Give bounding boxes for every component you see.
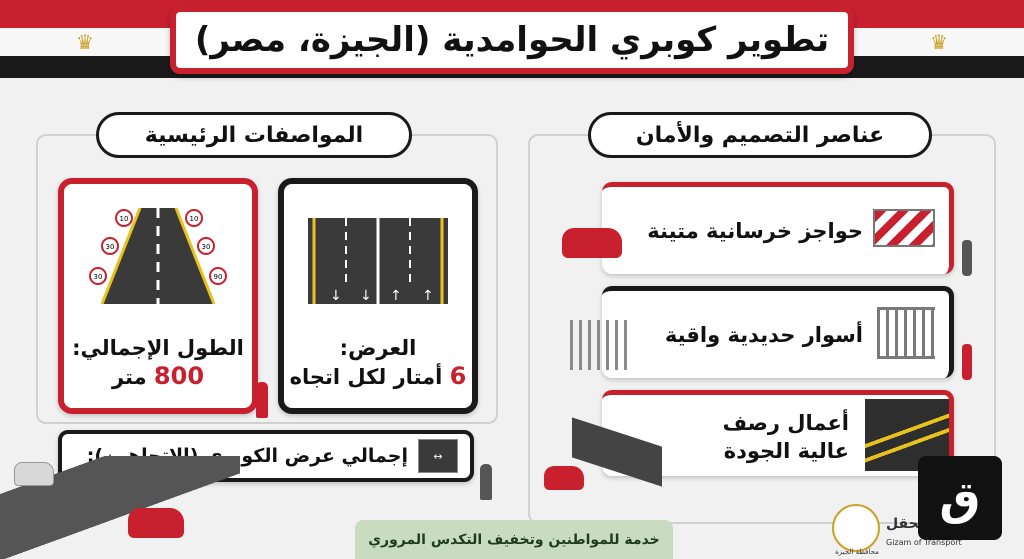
road-speed-signs-icon: 10 30 30 10 30 90 [89, 207, 227, 305]
feature-label: حواجز خرسانية متينة [647, 219, 863, 243]
length-value-line: 800 متر [64, 362, 252, 391]
giza-governorate-logo-icon [832, 504, 880, 552]
white-car-icon [14, 462, 54, 486]
length-unit: متر [111, 365, 147, 389]
channel-logo-icon: ق [918, 456, 1002, 540]
width-value-line: 6 أمتار لكل اتجاه [284, 362, 472, 391]
width-label: العرض: [339, 336, 417, 360]
speed-sign: 30 [202, 243, 211, 251]
brand-en: Gizam of Transport [886, 538, 962, 547]
footer-slogan: خدمة للمواطنين وتخفيف التكدس المروري [355, 520, 673, 559]
eagle-emblem-icon: ♛ [930, 30, 948, 54]
width-spec-card: ↓ ↓ ↑ ↑ العرض: 6 أمتار لكل اتجاه [278, 178, 478, 414]
speed-sign: 90 [214, 273, 223, 281]
concrete-barrier-icon [873, 209, 935, 247]
feature-label-line1: أعمال رصف [722, 411, 849, 435]
page-title: تطوير كوبري الحوامدية (الجيزة، مصر) [194, 20, 830, 60]
red-car-icon [128, 508, 184, 538]
red-car-icon [544, 466, 584, 490]
speed-sign: 10 [120, 215, 129, 223]
speed-sign: 30 [94, 273, 103, 281]
svg-text:↓: ↓ [360, 288, 372, 304]
red-car-icon [562, 228, 622, 258]
design-section-title: عناصر التصميم والأمان [588, 112, 932, 158]
iron-fence-icon [877, 307, 935, 359]
svg-text:↑: ↑ [390, 288, 402, 304]
width-arrows-icon: ↔ [418, 439, 458, 473]
fence-section-icon [570, 320, 630, 370]
feature-label: أعمال رصف عالية الجودة [723, 409, 849, 465]
gov-label: محافظة الجيزة [835, 548, 879, 556]
length-value: 800 [153, 362, 205, 390]
page-title-box: تطوير كوبري الحوامدية (الجيزة، مصر) [170, 6, 854, 74]
person-figure [256, 382, 268, 418]
brand-partial: تحقل [886, 516, 924, 532]
eagle-emblem-icon: ♛ [76, 30, 94, 54]
length-label: الطول الإجمالي: [72, 336, 244, 360]
road-lanes-icon: ↓ ↓ ↑ ↑ [308, 218, 448, 304]
feature-label: أسوار حديدية واقية [664, 323, 863, 347]
person-figure [480, 464, 492, 500]
speed-sign: 30 [106, 243, 115, 251]
width-unit: أمتار لكل اتجاه [289, 365, 443, 389]
width-value: 6 [449, 362, 467, 390]
length-spec-card: 10 30 30 10 30 90 الطول الإجمالي: 800 مت… [58, 178, 258, 414]
svg-text:↓: ↓ [330, 288, 342, 304]
feature-card-iron-fences: أسوار حديدية واقية [602, 286, 954, 378]
feature-label-line2: عالية الجودة [723, 439, 849, 463]
svg-text:↑: ↑ [422, 288, 434, 304]
feature-card-concrete-barriers: حواجز خرسانية متينة [602, 182, 954, 274]
speed-sign: 10 [190, 215, 199, 223]
person-figure [962, 240, 972, 276]
person-figure [962, 344, 972, 380]
feature-card-paving: أعمال رصف عالية الجودة [602, 390, 954, 476]
specs-section-title: المواصفات الرئيسية [96, 112, 412, 158]
